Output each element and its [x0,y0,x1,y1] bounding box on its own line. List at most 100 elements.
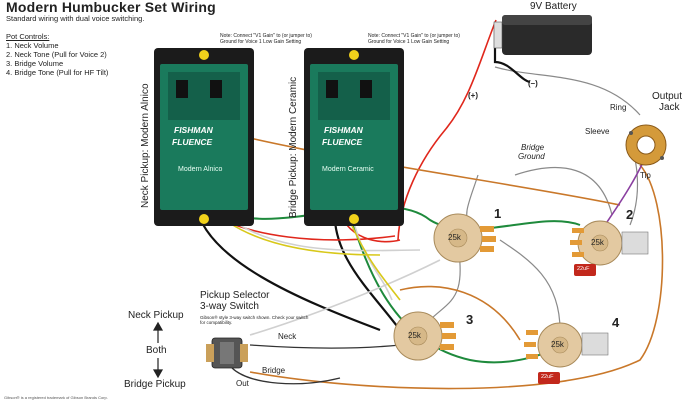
battery-label: 9V Battery [530,1,577,12]
pot-4-shaft [551,336,569,354]
pot-3-lug-c [440,344,454,350]
switch-wire-neck-label: Neck [278,332,297,341]
pot-3-shaft [408,326,428,346]
switch-wire-out-label: Out [236,379,249,388]
bridge-ground-label-2: Ground [518,152,545,161]
pot-3-value: 25k [408,331,421,340]
switch-blade [220,342,234,364]
bridge-ground-label-1: Bridge [521,143,545,152]
pot-3-number: 3 [466,312,474,327]
bridge-pickup [304,48,404,226]
pot-4-lug-c [526,354,538,359]
page-subtitle: Standard wiring with dual voice switchin… [6,14,145,23]
bridge-screw-top [349,50,359,60]
battery-black-lead [493,30,531,84]
pot-4-number: 4 [612,315,620,330]
pot-4-value: 25k [551,340,564,349]
pot-3-lug-a [440,322,454,328]
bridge-orange-wire [399,285,521,341]
switch-neck-wire [249,259,441,336]
switch-position-neck: Neck Pickup [128,310,184,321]
neck-brand-top: FISHMAN [174,125,213,135]
battery-clip [493,21,503,49]
battery-minus-label: (–) [528,79,538,88]
jack-tip-label: Tip [640,171,651,180]
jack-sleeve-label: Sleeve [585,127,610,136]
jack-lug-b [660,156,664,160]
switch-out-wire [231,367,341,385]
pot-1-shaft [448,228,468,248]
switch-position-bridge: Bridge Pickup [124,379,186,390]
jack-label-line2: Jack [659,102,680,113]
jack-hole [636,135,656,155]
switch-position-arrows [152,321,164,379]
pot-2-shaft [591,234,609,252]
ground-bus-a [514,166,613,216]
pot-2-number: 2 [626,207,634,222]
pot-3-lug-b [442,333,456,339]
pot-2-switch [621,231,649,255]
bridge-screw-bottom [349,214,359,224]
pot-control-item: 3. Bridge Volume [6,59,64,68]
pot-control-item: 2. Neck Tone (Pull for Voice 2) [6,50,107,59]
pot-2-lug-a [572,228,584,233]
pot-control-item: 4. Bridge Tone (Pull for HF Tilt) [6,68,109,77]
pot-1-value: 25k [448,233,461,242]
pot-1-lug-b [482,236,496,242]
neck-screw-bottom [199,214,209,224]
pot-control-item: 1. Neck Volume [6,41,59,50]
bridge-pickup-label: Bridge Pickup: Modern Ceramic [288,76,299,218]
switch-bridge-wire [249,344,401,349]
bridge-pickup-note: Note: Connect "V1 Gain" to (or jumper to… [368,33,460,45]
neck-pickup-note: Note: Connect "V1 Gain" to (or jumper to… [220,33,312,45]
pot-2-cap-label: 22uF [577,266,590,272]
switch-lug-left [206,344,214,362]
battery [493,15,592,55]
switch-wire-bridge-label: Bridge [262,366,286,375]
pot-1 [433,213,496,263]
pot-controls-heading: Pot Controls: [6,32,50,41]
pot-1-lug-a [480,226,494,232]
switch-wires [231,344,401,385]
pot-4-cap-label: 22uF [541,374,554,380]
pot-1-number: 1 [494,206,502,221]
switch-position-both: Both [146,345,167,356]
pot-4-lug-a [526,330,538,335]
switch-lug-right [240,344,248,362]
switch-title-line1: Pickup Selector [200,290,270,301]
pot-2-lug-b [570,240,582,245]
switch-title-line2: 3-way Switch [200,301,259,312]
bridge-pickup-name: Modern Ceramic [322,166,374,173]
pot-2-value: 25k [591,238,604,247]
battery-minus-wire [494,66,641,116]
neck-green-wire [204,199,581,231]
tip-out-wire [249,164,664,390]
bridge-brand-bottom: FLUENCE [322,137,363,147]
neck-screw-top [199,50,209,60]
switch-note: Gibson® style 3-way switch shown. Check … [200,315,309,326]
battery-highlight [502,15,592,25]
battery-plus-label: (+) [468,91,478,100]
jack-ring-label: Ring [610,103,627,112]
pot-4 [524,322,609,384]
pot-4-lug-b [524,342,536,347]
neck-pickup [154,48,254,226]
pot-3 [393,311,456,361]
arrow-down-head [152,369,164,379]
arrow-up-head [152,321,164,331]
three-way-switch [206,337,248,369]
neck-chip-a [176,80,188,98]
jack-label-line1: Output [652,91,683,102]
pot-4-switch [581,332,609,356]
jack-lug-a [629,131,633,135]
pot-2-lug-c [572,252,584,257]
pot-2-capacitor [574,264,596,276]
neck-brand-bottom: FLUENCE [172,137,213,147]
battery-plus-wire [397,19,497,241]
bridge-brand-top: FISHMAN [324,125,363,135]
footer-trademark: Gibson® is a registered trademark of Gib… [4,395,108,400]
page-title: Modern Humbucker Set Wiring [6,0,216,15]
ground-bus-c [499,239,561,331]
bridge-chip-a [326,80,338,98]
